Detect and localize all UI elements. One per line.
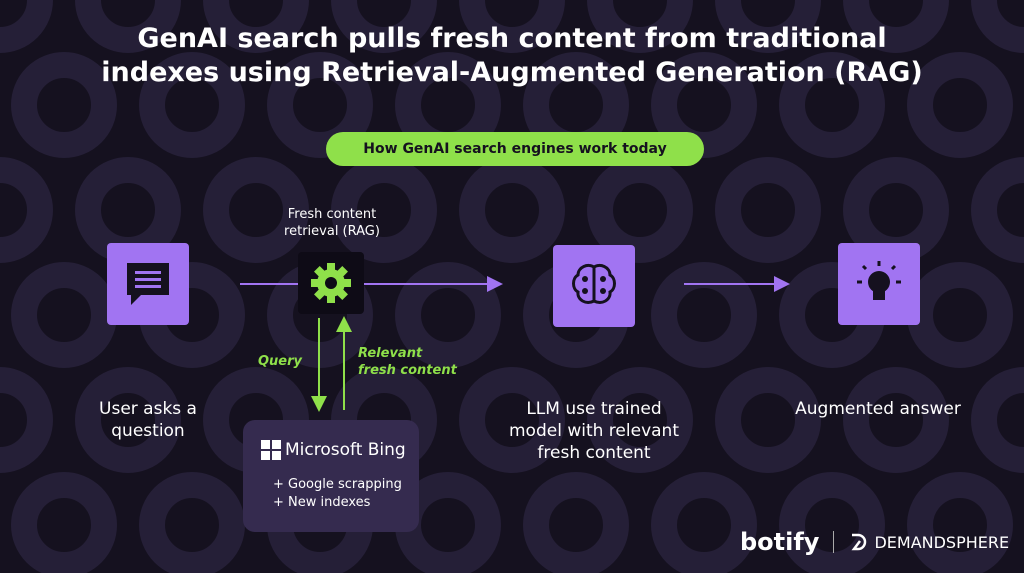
logo-divider bbox=[833, 531, 835, 553]
step-augmented-answer: Augmented answer bbox=[795, 399, 961, 419]
chat-icon-box bbox=[107, 243, 189, 325]
bing-item: + New indexes bbox=[273, 495, 371, 510]
subtitle-pill: How GenAI search engines work today bbox=[326, 132, 704, 166]
brain-icon-box bbox=[553, 245, 635, 327]
bing-item: + Google scrapping bbox=[273, 477, 402, 492]
page-title: GenAI search pulls fresh content from tr… bbox=[101, 23, 923, 88]
query-label: Query bbox=[258, 354, 303, 369]
botify-logo: botify bbox=[740, 528, 820, 556]
footer-logos: botify DEMANDSPHERE bbox=[740, 528, 1009, 556]
demandsphere-mark-icon bbox=[851, 533, 867, 551]
brain-icon bbox=[572, 263, 616, 304]
gear-icon bbox=[311, 263, 351, 303]
lightbulb-icon-box bbox=[838, 243, 920, 325]
demandsphere-logo: DEMANDSPHERE bbox=[848, 532, 1009, 552]
windows-logo-icon bbox=[261, 440, 281, 460]
lightbulb-icon bbox=[857, 261, 901, 300]
bing-card: Microsoft Bing + Google scrapping + New i… bbox=[243, 420, 419, 532]
rag-gear-box bbox=[298, 252, 364, 314]
chat-bubble-icon bbox=[127, 263, 169, 305]
bing-name: Microsoft Bing bbox=[285, 440, 406, 460]
